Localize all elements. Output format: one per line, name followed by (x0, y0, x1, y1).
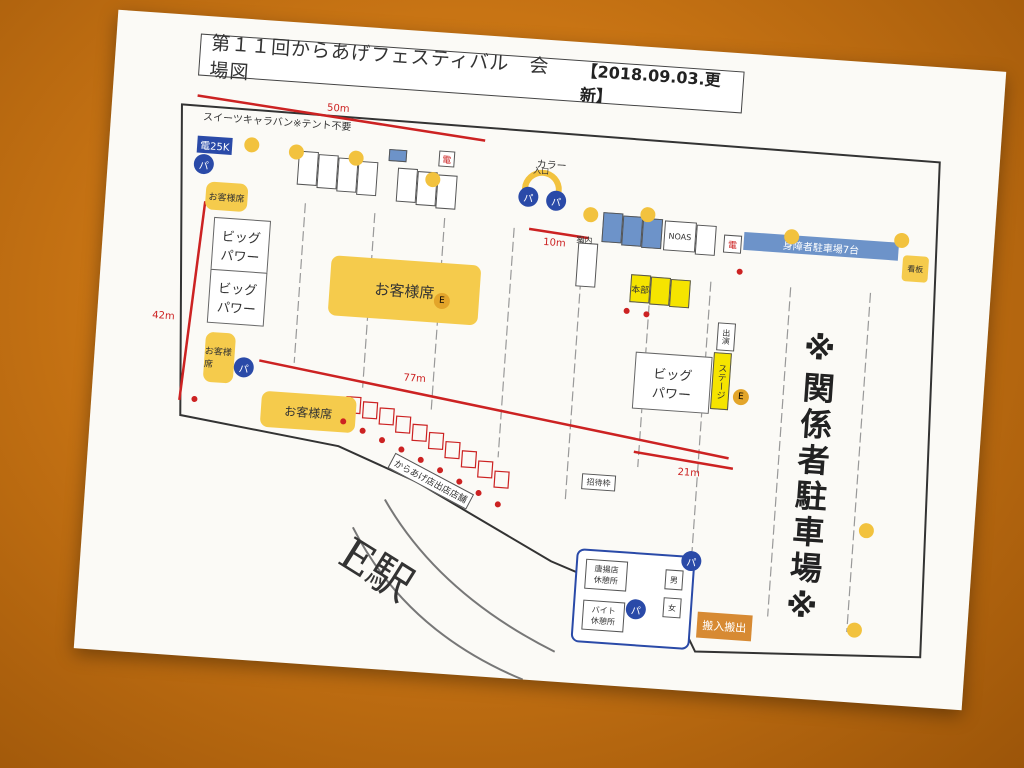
elec-box: 電 (722, 234, 743, 254)
signboard: 看板 (901, 255, 930, 283)
female-toilet: 女 (662, 597, 682, 619)
blue-booth (388, 148, 408, 163)
hq-box: 本部 (629, 274, 652, 304)
exit-booth: 出演 (716, 322, 737, 352)
rest-area-store: 唐揚店 休憩所 (584, 558, 629, 592)
dim-77m: 77m (403, 373, 426, 386)
booth (316, 154, 339, 190)
power-25k-label: 電25K (196, 135, 234, 156)
male-toilet: 男 (664, 569, 684, 591)
dim-50m: 50m (327, 103, 350, 116)
booth (356, 160, 379, 197)
big-power-1: ビッグ パワー (210, 216, 272, 275)
dim-10m: 10m (543, 237, 566, 250)
elec-box: 電 (438, 150, 456, 168)
customer-seats-main: お客様席 (327, 255, 482, 326)
booth (395, 167, 419, 203)
information-label: 案内 (576, 235, 593, 246)
booth (694, 224, 717, 256)
customer-seats-bottom: お客様席 (259, 390, 357, 434)
map-lines: 50m 10m 42m 77m 21m (152, 94, 941, 681)
entrance-label: 入口 (532, 166, 550, 177)
venue-map-paper: 第１１回からあげフェスティバル 会場図 【2018.09.03.更新】 (73, 9, 1007, 711)
customer-seats-small-1: お客様席 (204, 181, 249, 213)
big-power-3: ビッグ パワー (631, 351, 713, 414)
big-power-2: ビッグ パワー (206, 268, 268, 327)
customer-seats-left: お客様席 (202, 331, 237, 384)
invitation-booth: 招待枠 (581, 473, 617, 492)
loading-area: 搬入搬出 (696, 611, 753, 642)
booth (575, 242, 599, 288)
dim-42m: 42m (152, 310, 175, 323)
hq-box-3 (669, 278, 691, 309)
dim-21m: 21m (677, 467, 700, 480)
rest-area-part: バイト 休憩所 (581, 599, 626, 633)
hq-box-2 (649, 276, 672, 306)
blue-booth (601, 212, 624, 244)
noas-booth: NOAS (662, 220, 697, 253)
blue-booth (621, 215, 644, 247)
blue-booth (641, 217, 664, 250)
